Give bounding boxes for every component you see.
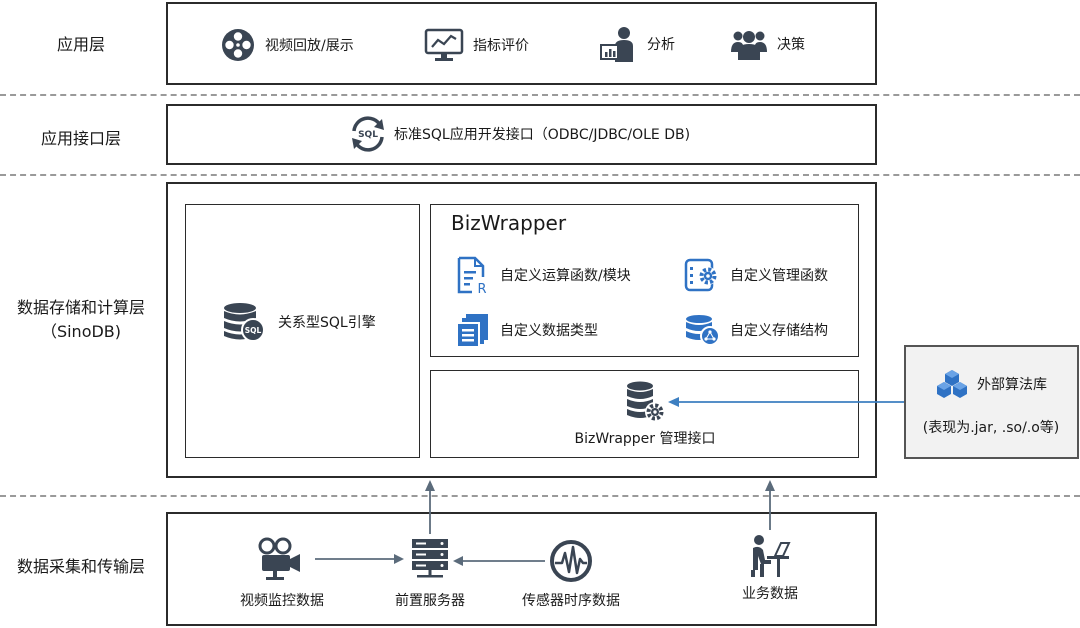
storage-layer-label: 数据存储和计算层 （SinoDB) [0,297,162,343]
external-library-subtitle: (表现为.jar, .so/.o等) [922,420,1060,436]
group-icon [731,28,767,60]
collection-item-label: 视频监控数据 [240,593,324,609]
document-r-icon: R [456,256,490,297]
external-library-title: 外部算法库 [977,377,1047,393]
sql-interface-label: 标准SQL应用开发接口（ODBC/JDBC/OLE DB) [394,127,691,143]
application-layer-label: 应用层 [56,35,105,54]
database-sql-icon: SQL [222,302,266,342]
app-item-metrics: 指标评价 [424,28,529,62]
svg-text:SQL: SQL [245,326,262,335]
layer-divider [0,495,1080,497]
sql-engine-item: SQL 关系型SQL引擎 [222,302,376,342]
layer-divider [0,174,1080,176]
feature-management-functions: 自定义管理函数 [684,258,828,292]
app-item-label: 分析 [647,37,675,53]
interface-layer-box [166,104,877,165]
external-library-box [904,345,1079,459]
feature-label: 自定义管理函数 [730,268,828,284]
svg-text:SQL: SQL [358,130,378,140]
sql-engine-panel [185,204,420,458]
sql-engine-label: 关系型SQL引擎 [278,315,376,331]
stacked-docs-icon [456,312,490,348]
sql-sync-icon: SQL [348,116,388,152]
app-item-label: 指标评价 [473,38,529,54]
collection-layer-box [166,512,877,626]
bizwrapper-panel [430,204,859,357]
storage-layer-label-line2: （SinoDB) [40,322,122,341]
collection-item-label: 业务数据 [742,586,798,602]
bizwrapper-mgmt-label: BizWrapper 管理接口 [574,431,716,447]
film-reel-icon [221,28,255,62]
monitor-chart-icon [424,28,464,62]
app-item-label: 决策 [777,37,805,53]
feature-label: 自定义数据类型 [500,323,598,339]
svg-text:R: R [477,282,486,297]
bizwrapper-title: BizWrapper [451,211,567,235]
app-item-video: 视频回放/展示 [221,28,354,62]
app-item-label: 视频回放/展示 [265,38,354,54]
storage-layer-label-line1: 数据存储和计算层 [16,298,145,317]
feature-label: 自定义存储结构 [730,323,828,339]
collection-item-label: 传感器时序数据 [522,593,620,609]
feature-custom-functions: R 自定义运算函数/模块 [456,256,631,297]
collection-layer-label: 数据采集和传输层 [16,557,145,576]
database-gear-icon [625,380,665,424]
feature-label: 自定义运算函数/模块 [500,268,631,284]
external-library-title-row: 外部算法库 [935,369,1047,399]
presenter-icon [599,26,637,62]
desk-worker-icon [747,534,791,578]
cubes-icon [935,369,969,399]
interface-layer-label: 应用接口层 [40,129,121,148]
waveform-icon [549,539,593,583]
database-network-icon [684,314,720,346]
feature-custom-storage: 自定义存储结构 [684,314,828,346]
collection-item-label: 前置服务器 [395,593,465,609]
layer-divider [0,94,1080,96]
app-item-decision: 决策 [731,28,805,60]
sql-interface-item: SQL 标准SQL应用开发接口（ODBC/JDBC/OLE DB) [348,116,690,152]
server-icon [411,538,449,578]
feature-custom-types: 自定义数据类型 [456,312,598,348]
app-item-analysis: 分析 [599,26,675,62]
settings-list-icon [684,258,720,292]
video-camera-icon [258,537,304,581]
